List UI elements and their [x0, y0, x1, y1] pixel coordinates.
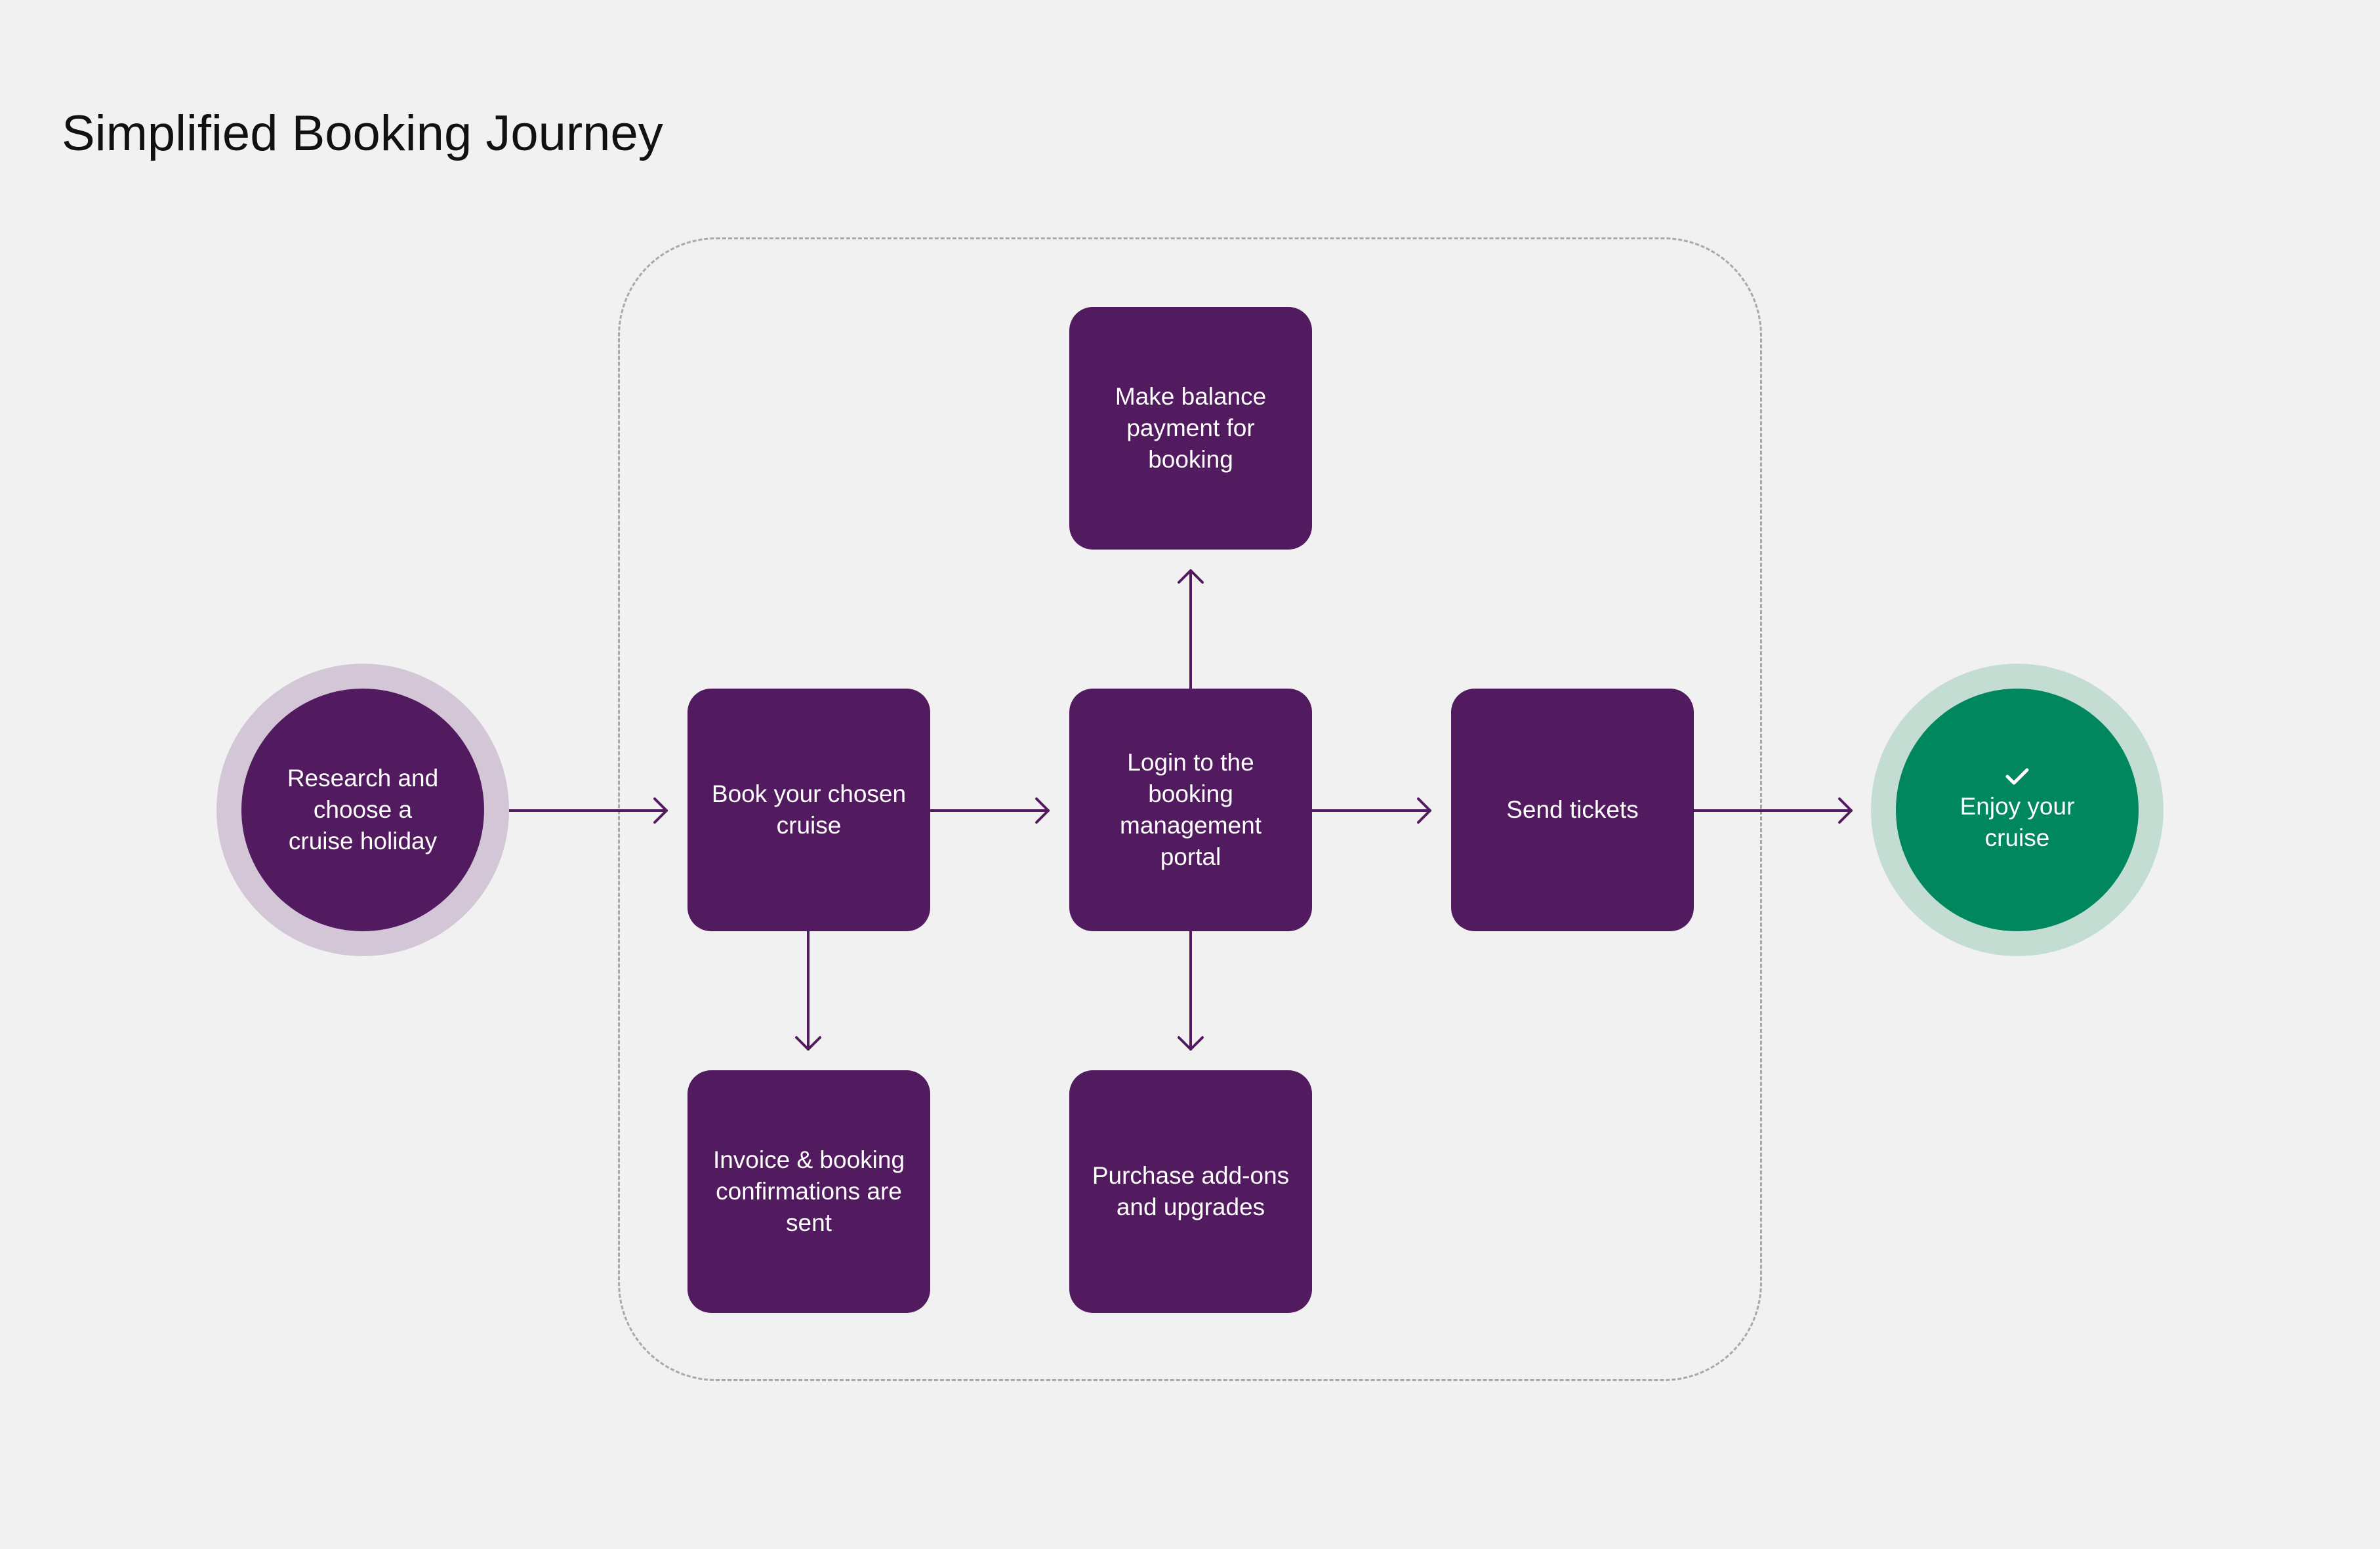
arrow-book-to-login — [929, 797, 1050, 824]
step-balance-payment-label: Make balance payment for booking — [1115, 383, 1267, 473]
step-login-portal-label: Login to the booking management portal — [1120, 749, 1262, 870]
step-book-cruise: Book your chosen cruise — [687, 689, 930, 931]
step-invoice-confirmations-label: Invoice & booking confirmations are sent — [712, 1146, 905, 1236]
arrow-login-to-addons — [1178, 930, 1204, 1051]
arrow-book-to-invoice — [795, 930, 821, 1051]
step-balance-payment: Make balance payment for booking — [1069, 307, 1312, 550]
step-send-tickets: Send tickets — [1451, 689, 1694, 931]
start-node-label: Research and choose a cruise holiday — [287, 765, 439, 855]
start-node-ring: Research and choose a cruise holiday — [216, 664, 509, 956]
check-icon — [2005, 768, 2029, 785]
arrow-tickets-to-enjoy — [1693, 797, 1853, 824]
step-invoice-confirmations: Invoice & booking confirmations are sent — [687, 1070, 930, 1313]
start-node-research: Research and choose a cruise holiday — [241, 689, 484, 931]
arrow-research-to-book — [482, 797, 668, 824]
arrow-login-to-balance — [1178, 569, 1204, 690]
end-node-label: Enjoy your cruise — [1959, 793, 2075, 851]
step-send-tickets-label: Send tickets — [1506, 796, 1639, 823]
arrow-login-to-tickets — [1311, 797, 1431, 824]
end-node-enjoy: Enjoy your cruise — [1896, 689, 2139, 931]
step-purchase-addons-label: Purchase add-ons and upgrades — [1092, 1162, 1290, 1220]
step-login-portal: Login to the booking management portal — [1069, 689, 1312, 931]
end-node-ring: Enjoy your cruise — [1871, 664, 2164, 956]
step-purchase-addons: Purchase add-ons and upgrades — [1069, 1070, 1312, 1313]
step-book-cruise-label: Book your chosen cruise — [711, 780, 907, 839]
diagram-title: Simplified Booking Journey — [62, 106, 663, 161]
